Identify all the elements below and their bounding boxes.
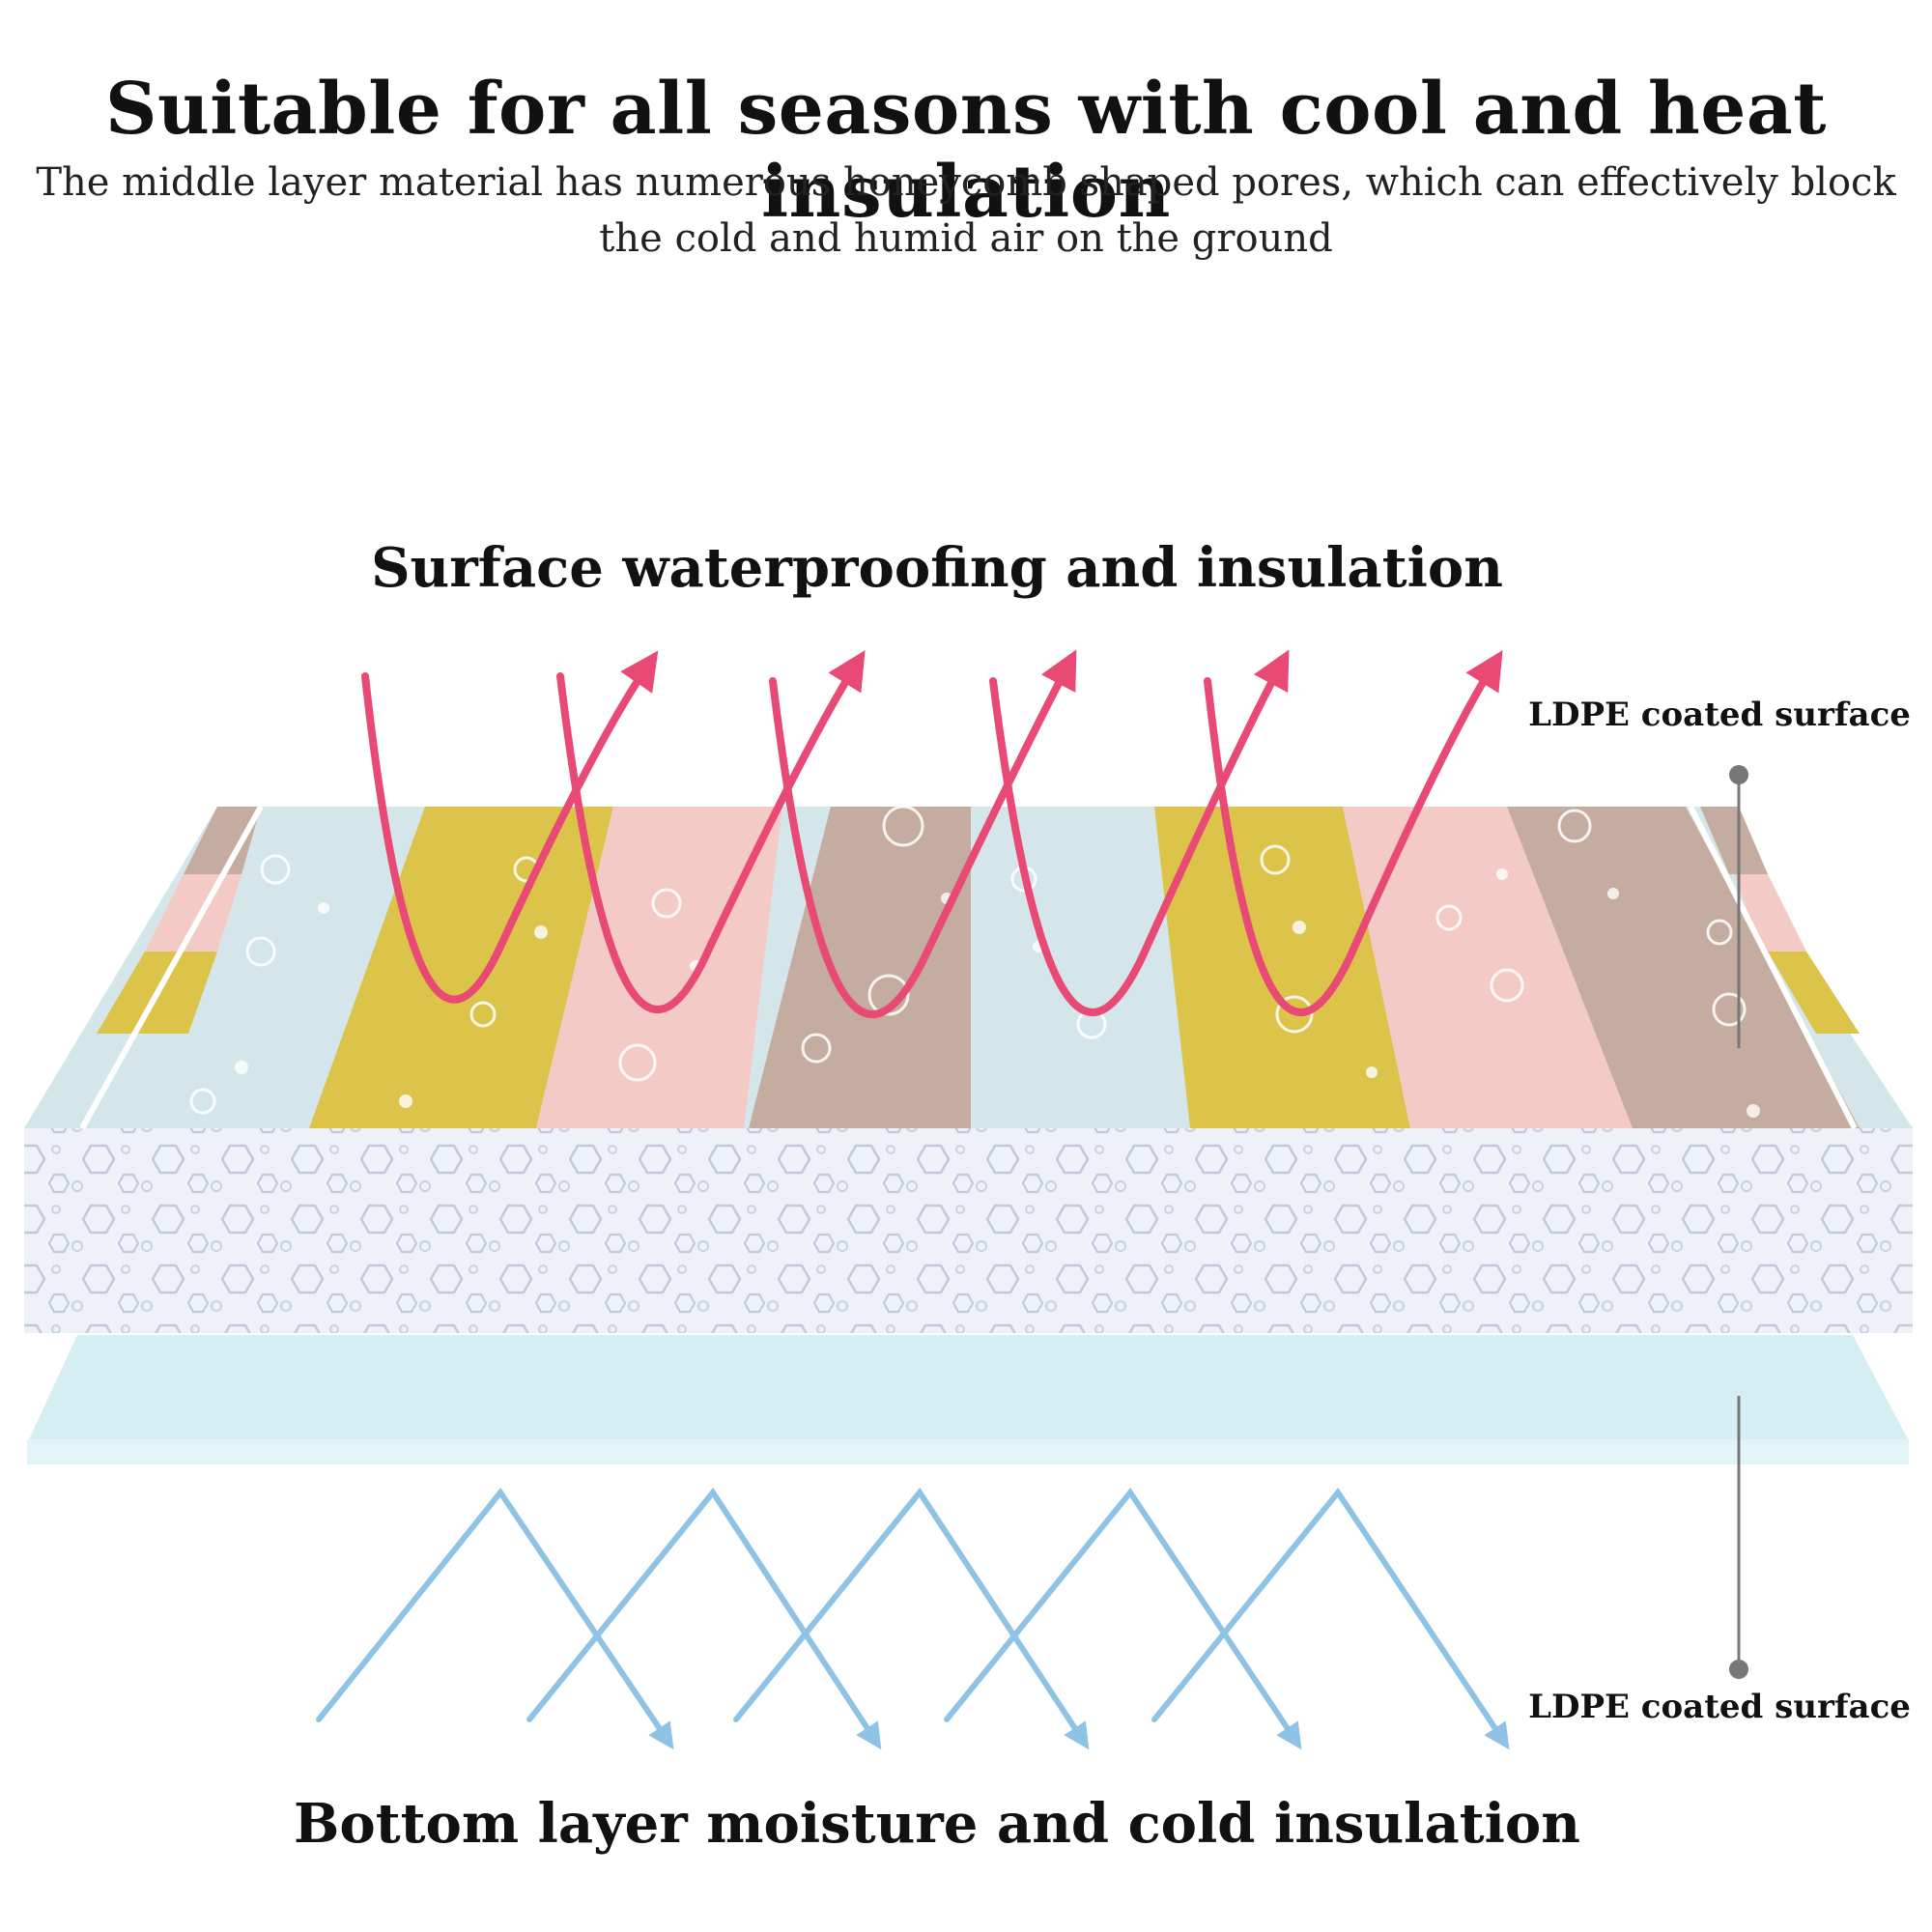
heat-arrow [989, 649, 1290, 1016]
heat-reflection-arrows [361, 649, 1503, 1018]
cold-arrow [944, 1487, 1302, 1750]
foam-honeycomb-layer [24, 1125, 1913, 1333]
ldpe-callout-top: LDPE coated surface [1528, 696, 1911, 734]
heat-arrow [361, 650, 659, 1004]
heat-arrow [769, 649, 1077, 1018]
top-striped-surface [24, 805, 1913, 1130]
callout-leader-bottom [1729, 1396, 1748, 1679]
ldpe-callout-bottom: LDPE coated surface [1528, 1688, 1911, 1726]
page-subtitle: The middle layer material has numerous h… [36, 160, 1896, 261]
bottom-insulation-label: Bottom layer moisture and cold insulatio… [294, 1792, 1580, 1856]
callout-leader-top [1729, 765, 1748, 1048]
surface-waterproofing-label: Surface waterproofing and insulation [371, 536, 1503, 600]
heat-arrow [1204, 650, 1503, 1016]
cold-arrow [1151, 1487, 1510, 1750]
cold-arrow [316, 1487, 674, 1750]
heat-arrow [556, 650, 866, 1013]
cold-arrow [733, 1487, 1090, 1750]
cold-deflection-arrows [316, 1487, 1510, 1750]
page-title: Suitable for all seasons with cool and h… [105, 68, 1827, 234]
bottom-ldpe-sheet [27, 1335, 1909, 1464]
cold-arrow [526, 1487, 882, 1750]
